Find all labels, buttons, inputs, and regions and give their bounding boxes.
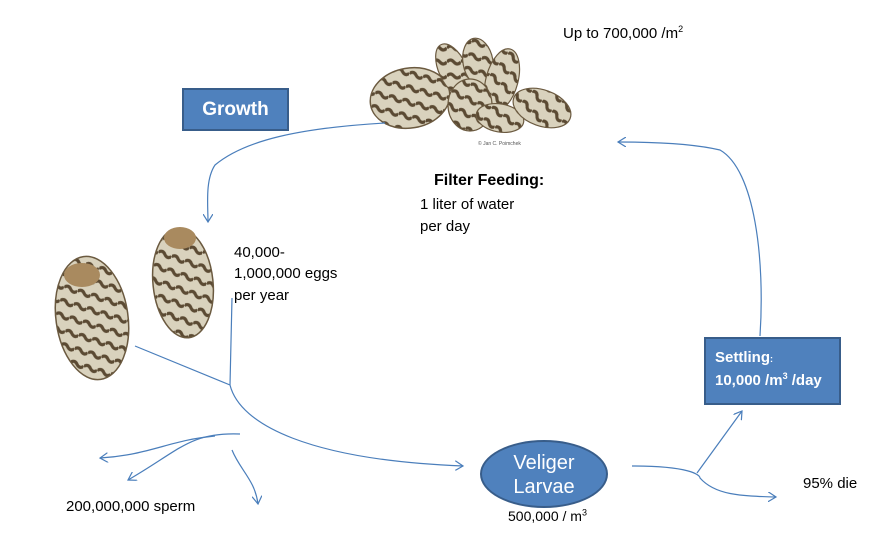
sperm-label: 200,000,000 sperm bbox=[66, 498, 196, 515]
photo-credit: © Jan C. Poimchek bbox=[478, 141, 521, 147]
copyright-icon: © bbox=[478, 141, 482, 147]
eggs-line1: 40,000- bbox=[234, 244, 285, 261]
eggs-line2: 1,000,000 eggs bbox=[234, 265, 338, 282]
die-label: 95% die bbox=[803, 475, 858, 492]
larvae-count-label: 500,000 / m3 bbox=[508, 507, 587, 524]
adult-mussel-image-2 bbox=[151, 227, 215, 339]
eggs-line3: per year bbox=[234, 287, 290, 304]
filter-feeding-title: Filter Feeding: bbox=[434, 172, 545, 189]
settling-title: Settling: bbox=[715, 349, 773, 366]
mussel-cluster-image bbox=[369, 37, 572, 134]
settling-box: Settling: 10,000 /m3 /day bbox=[704, 337, 841, 405]
veliger-larvae-ellipse: Veliger Larvae bbox=[480, 440, 608, 508]
density-label: Up to 700,000 /m2 bbox=[563, 24, 684, 43]
growth-box: Growth bbox=[182, 88, 289, 131]
filter-feeding-line2: per day bbox=[420, 218, 471, 235]
veliger-line2: Larvae bbox=[513, 476, 575, 498]
filter-feeding-line1: 1 liter of water bbox=[420, 196, 515, 213]
veliger-line1: Veliger bbox=[513, 452, 575, 474]
settling-rate: 10,000 /m3 /day bbox=[715, 371, 822, 390]
adult-mussel-image bbox=[54, 255, 130, 381]
